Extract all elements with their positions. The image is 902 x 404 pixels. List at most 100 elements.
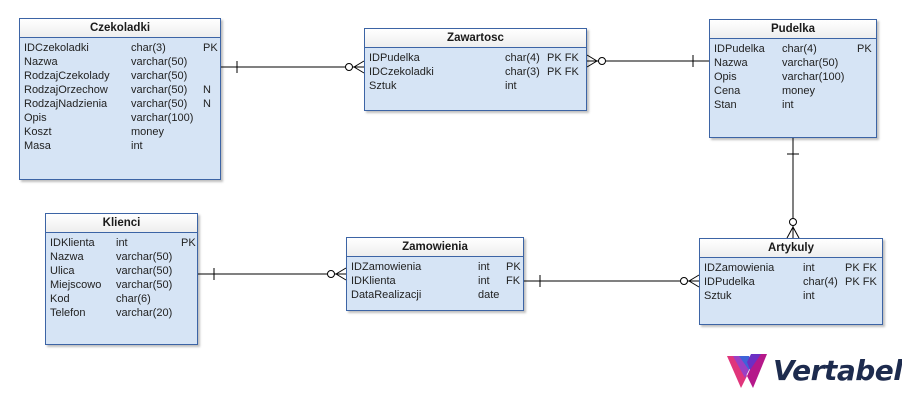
column-row[interactable]: Telefon varchar(20)	[50, 306, 193, 320]
column-name: IDKlienta	[50, 237, 95, 249]
column-type: money	[782, 85, 816, 97]
column-row[interactable]: RodzajCzekolady varchar(50)	[24, 69, 216, 83]
column-name: Nazwa	[714, 57, 748, 69]
column-name: RodzajOrzechow	[24, 84, 108, 96]
column-name: Masa	[24, 140, 51, 152]
column-name: IDCzekoladki	[369, 66, 434, 78]
vertabelo-logo-icon	[727, 354, 767, 388]
column-row[interactable]: Cena money	[714, 84, 872, 98]
column-type: varchar(100)	[131, 112, 194, 124]
column-type: varchar(50)	[116, 251, 173, 263]
column-row[interactable]: IDPudelka char(4) PK	[714, 42, 872, 56]
column-type: int	[803, 262, 815, 274]
relationship-pudelka-artykuly[interactable]	[786, 138, 800, 239]
table-title: Pudelka	[710, 20, 876, 39]
column-row[interactable]: Opis varchar(100)	[24, 111, 216, 125]
column-type: varchar(100)	[782, 71, 845, 83]
column-type: varchar(50)	[116, 279, 173, 291]
column-name: Stan	[714, 99, 737, 111]
column-row[interactable]: Nazwa varchar(50)	[24, 55, 216, 69]
column-row[interactable]: Sztuk int	[369, 79, 582, 93]
column-name: Sztuk	[369, 80, 397, 92]
column-type: char(4)	[505, 52, 540, 64]
column-type: date	[478, 289, 500, 301]
column-type: int	[782, 99, 794, 111]
column-type: varchar(50)	[116, 265, 173, 277]
logo-text: Vertabelo	[773, 354, 902, 387]
relationship-klienci-zamowienia[interactable]	[198, 267, 347, 281]
column-type: char(4)	[782, 43, 817, 55]
column-type: money	[131, 126, 165, 138]
column-type: varchar(50)	[131, 56, 188, 68]
column-name: Opis	[714, 71, 737, 83]
column-row[interactable]: Nazwa varchar(50)	[50, 250, 193, 264]
column-key: PK FK	[547, 66, 579, 78]
column-key: PK	[203, 42, 218, 54]
table-title: Zamowienia	[347, 238, 523, 257]
column-row[interactable]: Sztuk int	[704, 289, 878, 303]
relationship-pudelka-zawartosc[interactable]	[586, 54, 709, 68]
relationship-czekoladki-zawartosc[interactable]	[221, 60, 365, 74]
column-type: varchar(20)	[116, 307, 173, 319]
column-type: int	[803, 290, 815, 302]
column-row[interactable]: Koszt money	[24, 125, 216, 139]
column-type: varchar(50)	[131, 70, 188, 82]
column-row[interactable]: Opis varchar(100)	[714, 70, 872, 84]
column-name: Ulica	[50, 265, 75, 277]
column-name: IDKlienta	[351, 275, 396, 287]
column-type: char(3)	[505, 66, 540, 78]
column-type: char(3)	[131, 42, 166, 54]
column-name: Sztuk	[704, 290, 732, 302]
column-key: PK	[506, 261, 521, 273]
vertabelo-logo: Vertabelo	[725, 350, 902, 396]
column-name: IDZamowienia	[704, 262, 775, 274]
column-key: FK	[506, 275, 521, 287]
column-name: Koszt	[24, 126, 52, 138]
column-name: RodzajCzekolady	[24, 70, 110, 82]
column-row[interactable]: Stan int	[714, 98, 872, 112]
table-title: Czekoladki	[20, 19, 220, 38]
column-name: Opis	[24, 112, 47, 124]
table-title: Klienci	[46, 214, 197, 233]
column-name: Nazwa	[24, 56, 58, 68]
relationship-zamowienia-artykuly[interactable]	[524, 274, 700, 288]
column-name: IDCzekoladki	[24, 42, 89, 54]
column-row[interactable]: IDZamowienia int PK	[351, 260, 521, 274]
table-czekoladki[interactable]: Czekoladki IDCzekoladki char(3) PK Nazwa va…	[19, 18, 221, 180]
column-key: N	[203, 98, 211, 110]
column-name: IDZamowienia	[351, 261, 422, 273]
column-row[interactable]: IDCzekoladki char(3) PK	[24, 41, 218, 55]
column-type: varchar(50)	[131, 84, 188, 96]
column-type: int	[505, 80, 517, 92]
column-name: IDPudelka	[714, 43, 765, 55]
column-row[interactable]: Ulica varchar(50)	[50, 264, 193, 278]
table-title: Artykuly	[700, 239, 882, 258]
column-name: RodzajNadzienia	[24, 98, 108, 110]
column-name: Cena	[714, 85, 741, 97]
column-key: PK	[857, 43, 872, 55]
column-row[interactable]: IDCzekoladki char(3) PK FK	[369, 65, 582, 79]
column-key: PK	[181, 237, 196, 249]
column-type: int	[478, 261, 490, 273]
column-name: Telefon	[50, 307, 86, 319]
column-type: char(4)	[803, 276, 838, 288]
column-name: Nazwa	[50, 251, 84, 263]
